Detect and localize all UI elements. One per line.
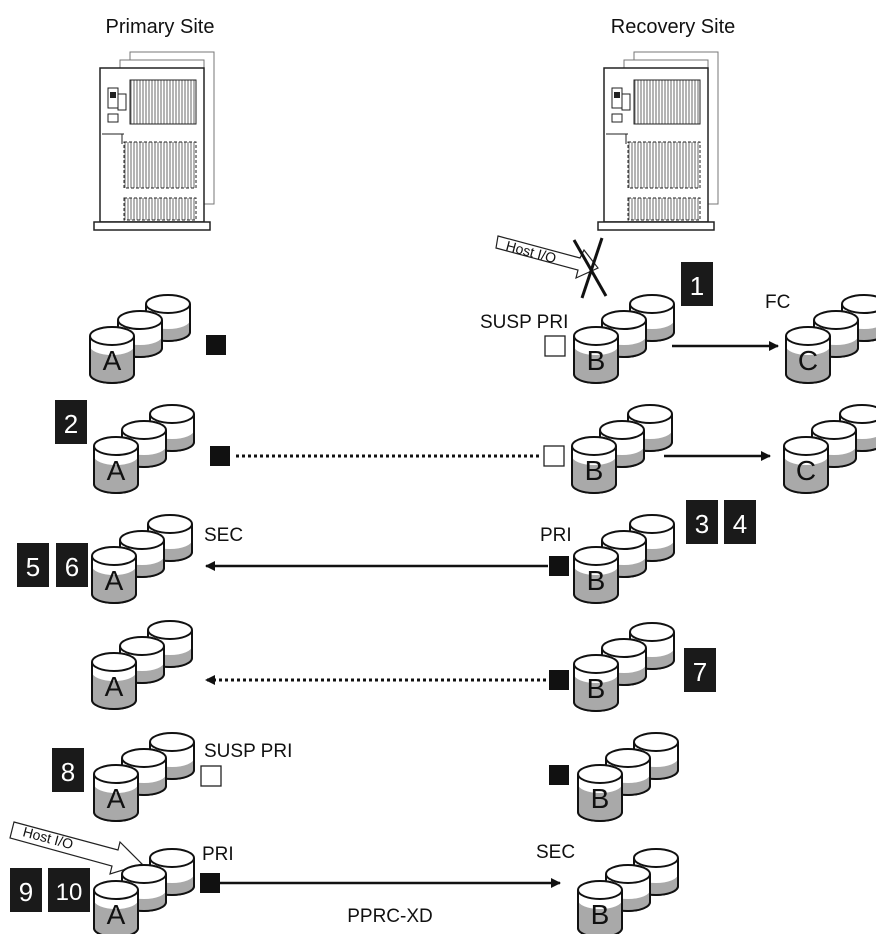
row5-a-state-box [201, 766, 221, 786]
step-10-text: 10 [56, 879, 83, 906]
volume-letter-b: B [591, 899, 610, 930]
volume-letter-c: C [796, 455, 816, 486]
row4-b-state-box [549, 670, 569, 690]
row1-volume-c: C [786, 295, 876, 383]
row4-volume-a: A [92, 621, 192, 709]
row3-volume-a: A [92, 515, 192, 603]
recovery-server-icon [598, 52, 718, 230]
pprc-xd-label: PPRC-XD [347, 906, 433, 927]
row5-volume-b: B [578, 733, 678, 821]
step-2-text: 2 [64, 409, 78, 439]
recovery-site-label: Recovery Site [611, 16, 736, 38]
volume-letter-b: B [587, 673, 606, 704]
row1-volume-b: B [574, 295, 674, 383]
step-4-text: 4 [733, 509, 747, 539]
row2-volume-b: B [572, 405, 672, 493]
volume-letter-a: A [107, 899, 126, 930]
step-3-text: 3 [695, 509, 709, 539]
row1-volume-a: A [90, 295, 190, 383]
row4-volume-b: B [574, 623, 674, 711]
row3-volume-b: B [574, 515, 674, 603]
row5-susp-pri-label: SUSP PRI [204, 741, 292, 762]
row1-b-state-box [545, 336, 565, 356]
host-io-arrow-primary: Host I/O [10, 822, 142, 874]
row3-b-state-box [549, 556, 569, 576]
volume-letter-b: B [587, 345, 606, 376]
row3-sec-label: SEC [204, 525, 243, 546]
volume-letter-a: A [105, 565, 124, 596]
volume-letter-b: B [585, 455, 604, 486]
row2-b-state-box [544, 446, 564, 466]
host-io-recovery-label: Host I/O [504, 237, 558, 266]
volume-letter-b: B [587, 565, 606, 596]
step-7-text: 7 [693, 657, 707, 687]
row1-fc-label: FC [765, 292, 790, 313]
row6-sec-label: SEC [536, 842, 575, 863]
row2-volume-c: C [784, 405, 876, 493]
volume-letter-a: A [105, 671, 124, 702]
step-9-text: 9 [19, 877, 33, 907]
row2-volume-a: A [94, 405, 194, 493]
primary-site-label: Primary Site [106, 16, 215, 38]
step-1-text: 1 [690, 271, 704, 301]
row5-b-state-box [549, 765, 569, 785]
step-5-text: 5 [26, 552, 40, 582]
row2-a-state-box [210, 446, 230, 466]
row3-pri-label: PRI [540, 525, 572, 546]
volume-letter-a: A [107, 783, 126, 814]
primary-server-icon [94, 52, 214, 230]
volume-letter-a: A [103, 345, 122, 376]
row6-pri-label: PRI [202, 844, 234, 865]
step-8-text: 8 [61, 757, 75, 787]
row1-a-state-box [206, 335, 226, 355]
row6-volume-b: B [578, 849, 678, 934]
step-6-text: 6 [65, 552, 79, 582]
volume-letter-b: B [591, 783, 610, 814]
volume-letter-c: C [798, 345, 818, 376]
row1-susp-pri-label: SUSP PRI [480, 312, 568, 333]
row5-volume-a: A [94, 733, 194, 821]
row6-a-state-box [200, 873, 220, 893]
volume-letter-a: A [107, 455, 126, 486]
